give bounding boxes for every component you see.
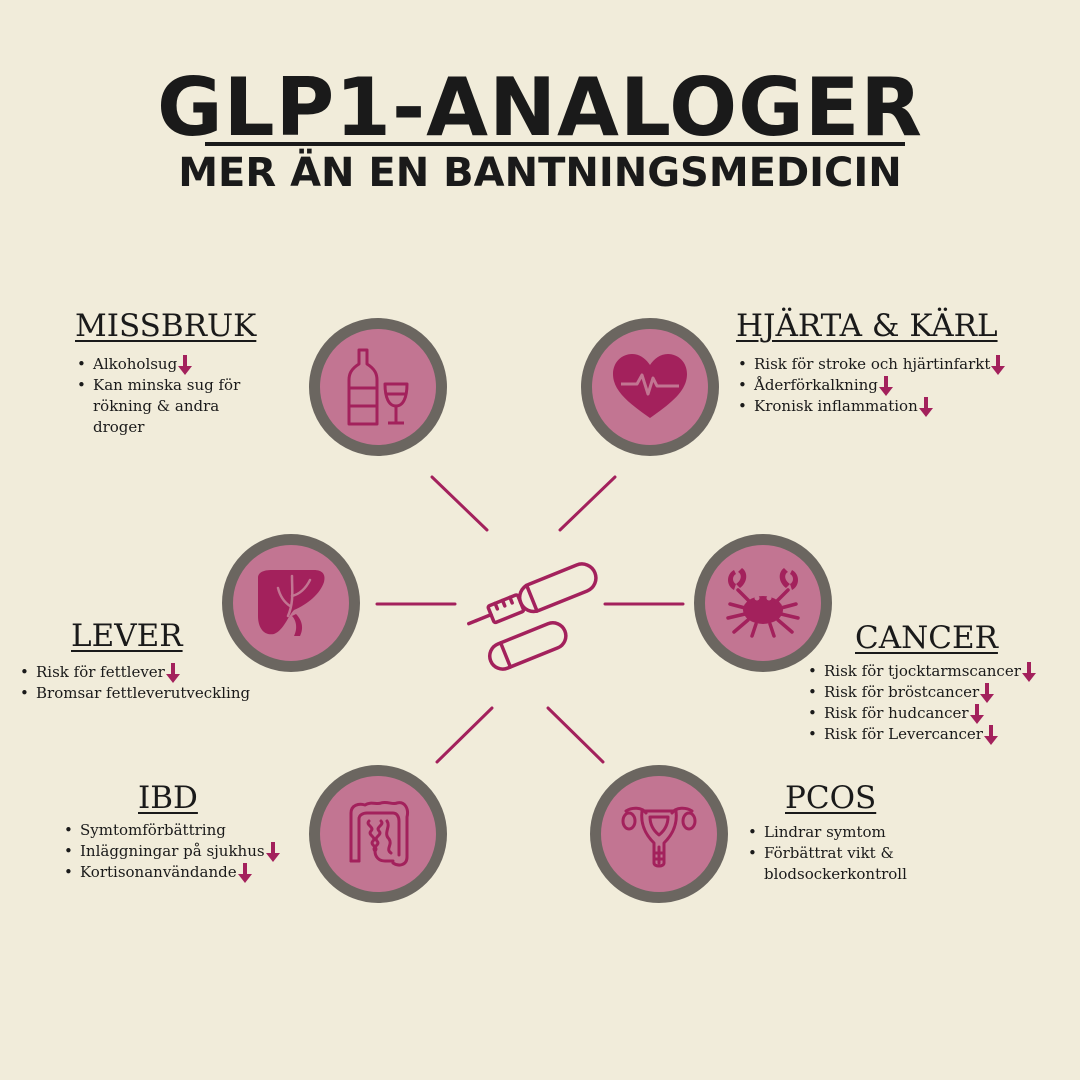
ibd-list: SymtomförbättringInläggningar på sjukhus… (62, 820, 302, 883)
list-item: Kan minska sug för rökning & andra droge… (75, 375, 275, 438)
lever-section: LEVER (71, 618, 183, 654)
list-item-text: Risk för fettlever (36, 663, 165, 681)
page-subtitle: MER ÄN EN BANTNINGSMEDICIN (178, 150, 902, 196)
missbruk-list: AlkoholsugKan minska sug för rökning & a… (75, 354, 275, 438)
list-item-text: Symtomförbättring (80, 821, 226, 839)
list-item: Alkoholsug (75, 354, 275, 375)
connector-hjarta (558, 475, 617, 532)
crab-icon (726, 568, 800, 638)
list-item: Risk för hudcancer (806, 703, 1076, 724)
missbruk-circle (309, 318, 447, 456)
hjarta-circle (581, 318, 719, 456)
list-item-text: Risk för tjocktarmscancer (824, 662, 1021, 680)
liver-icon (258, 570, 325, 636)
list-item: Risk för stroke och hjärtinfarkt (736, 354, 1066, 375)
list-item-text: Åderförkalkning (754, 376, 878, 394)
ibd-circle (309, 765, 447, 903)
connector-ibd (435, 706, 494, 764)
ibd-heading: IBD (138, 780, 198, 816)
list-item-text: Förbättrat vikt & blodsockerkontroll (764, 844, 907, 883)
list-item-text: Alkoholsug (93, 355, 178, 373)
uterus-icon (621, 806, 697, 868)
arrow-down-icon (265, 842, 280, 862)
pcos-circle (590, 765, 728, 903)
list-item-text: Bromsar fettleverutveckling (36, 684, 251, 702)
list-item-text: Risk för stroke och hjärtinfarkt (754, 355, 991, 373)
injection-pen-icon (460, 548, 610, 678)
list-item: Kortisonanvändande (62, 862, 302, 883)
arrow-down-icon (165, 663, 180, 683)
lever-circle (222, 534, 360, 672)
cancer-heading: CANCER (855, 620, 998, 656)
page-title: GLP1-ANALOGER (157, 61, 923, 154)
hjarta-list: Risk för stroke och hjärtinfarktÅderförk… (736, 354, 1066, 417)
list-item: Risk för bröstcancer (806, 682, 1076, 703)
arrow-down-icon (969, 704, 984, 724)
list-item-text: Kronisk inflammation (754, 397, 918, 415)
list-item: Bromsar fettleverutveckling (18, 683, 308, 704)
connector-missbruk (430, 475, 489, 532)
arrow-down-icon (178, 355, 193, 375)
pcos-heading: PCOS (785, 780, 877, 816)
cancer-list: Risk för tjocktarmscancerRisk för bröstc… (806, 661, 1076, 745)
pcos-section: PCOS (785, 780, 876, 816)
list-item: Kronisk inflammation (736, 396, 1066, 417)
intestine-icon (349, 800, 409, 867)
list-item-text: Lindrar symtom (764, 823, 886, 841)
list-item-text: Risk för hudcancer (824, 704, 969, 722)
missbruk-section: MISSBRUK AlkoholsugKan minska sug för rö… (75, 308, 275, 438)
hjarta-heading: HJÄRTA & KÄRL (736, 308, 998, 344)
pcos-list: Lindrar symtomFörbättrat vikt & blodsock… (746, 822, 966, 885)
lever-list: Risk för fettleverBromsar fettleverutvec… (18, 662, 308, 704)
ibd-section: IBD (138, 780, 198, 816)
hjarta-section: HJÄRTA & KÄRL Risk för stroke och hjärti… (736, 308, 1066, 417)
list-item: Förbättrat vikt & blodsockerkontroll (746, 843, 966, 885)
list-item: Risk för fettlever (18, 662, 308, 683)
list-item: Risk för Levercancer (806, 724, 1076, 745)
list-item: Lindrar symtom (746, 822, 966, 843)
lever-heading: LEVER (71, 618, 183, 654)
arrow-down-icon (878, 376, 893, 396)
list-item-text: Inläggningar på sjukhus (80, 842, 265, 860)
list-item: Symtomförbättring (62, 820, 302, 841)
list-item-text: Kortisonanvändande (80, 863, 237, 881)
list-item: Risk för tjocktarmscancer (806, 661, 1076, 682)
arrow-down-icon (237, 863, 252, 883)
list-item-text: Risk för bröstcancer (824, 683, 980, 701)
title-underline (205, 142, 905, 146)
wine-bottle-glass-icon (347, 348, 409, 426)
list-item: Inläggningar på sjukhus (62, 841, 302, 862)
list-item-text: Kan minska sug för rökning & andra droge… (93, 376, 241, 436)
arrow-down-icon (980, 683, 995, 703)
heart-pulse-icon (613, 354, 687, 418)
missbruk-heading: MISSBRUK (75, 308, 257, 344)
list-item-text: Risk för Levercancer (824, 725, 983, 743)
arrow-down-icon (918, 397, 933, 417)
list-item: Åderförkalkning (736, 375, 1066, 396)
arrow-down-icon (983, 725, 998, 745)
cancer-circle (694, 534, 832, 672)
arrow-down-icon (1021, 662, 1036, 682)
connector-pcos (546, 706, 605, 764)
cancer-section: CANCER (855, 620, 998, 656)
arrow-down-icon (991, 355, 1006, 375)
